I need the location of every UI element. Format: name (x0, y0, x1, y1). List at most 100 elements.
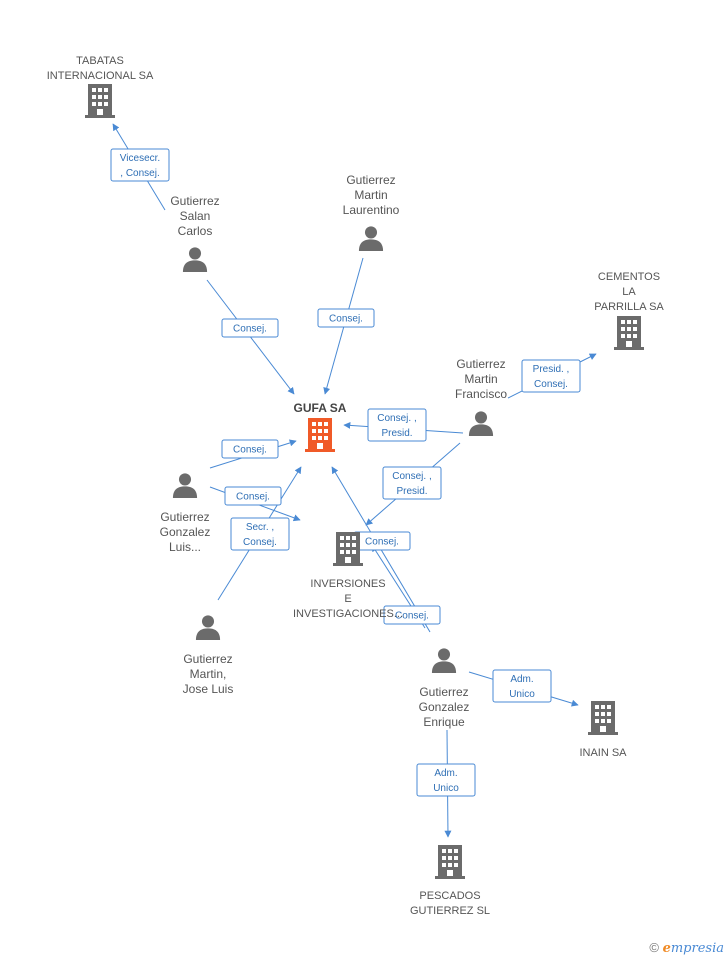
roles-layer: Vicesecr. , Consej. Consej. Consej. Consej. … (110, 148, 581, 797)
node-luis[interactable]: GutierrezGonzalezLuis... (160, 473, 211, 554)
role-text: Unico (509, 689, 535, 700)
role-badge-box[interactable] (416, 763, 476, 797)
node-label: Carlos (178, 224, 213, 238)
node-cementos[interactable]: CEMENTOS LA PARRILLA SA (594, 271, 664, 350)
node-pescados[interactable]: PESCADOS GUTIERREZ SL (410, 845, 490, 917)
role-badge-box[interactable] (317, 308, 375, 328)
role-text: Consej. , (392, 471, 431, 482)
role-text: Consej. (365, 537, 399, 548)
role-badge[interactable]: Consej. (353, 531, 411, 551)
node-label: LA (622, 286, 636, 298)
building-icon[interactable] (305, 418, 335, 452)
node-label: Martin (354, 188, 387, 202)
node-label: Martin, (190, 667, 227, 681)
node-label: Gutierrez (346, 173, 395, 187)
node-label: Gutierrez (170, 194, 219, 208)
person-icon[interactable] (358, 226, 384, 251)
role-badge-box[interactable] (110, 148, 170, 182)
node-label: INVERSIONES (310, 578, 385, 590)
role-badge-box[interactable] (221, 439, 279, 459)
role-badge-box[interactable] (383, 605, 441, 625)
role-badge[interactable]: Presid. , Consej. (521, 359, 581, 393)
node-label: Gutierrez (419, 685, 468, 699)
node-label: Gonzalez (419, 700, 470, 714)
brand-initial: e (662, 941, 671, 956)
role-badge[interactable]: Vicesecr. , Consej. (110, 148, 170, 182)
role-text: Consej. (395, 611, 429, 622)
role-badge[interactable]: Consej. (224, 486, 282, 506)
role-text: Unico (433, 783, 459, 794)
node-label: Salan (180, 209, 211, 223)
role-badge[interactable]: Adm. Unico (416, 763, 476, 797)
role-badge[interactable]: Consej. (317, 308, 375, 328)
building-icon[interactable] (333, 532, 363, 566)
node-label: GUTIERREZ SL (410, 905, 490, 917)
node-label: Gutierrez (456, 357, 505, 371)
role-badge[interactable]: Consej. (383, 605, 441, 625)
building-icon[interactable] (588, 701, 618, 735)
person-icon[interactable] (431, 648, 457, 673)
role-text: Consej. (236, 492, 270, 503)
role-badge-box[interactable] (230, 517, 290, 551)
role-badge-box[interactable] (367, 408, 427, 442)
role-badge[interactable]: Consej. , Presid. (382, 466, 442, 500)
role-text: Vicesecr. (120, 153, 160, 164)
role-badge[interactable]: Secr. , Consej. (230, 517, 290, 551)
node-label: INVESTIGACIONES... (293, 608, 403, 620)
role-badge[interactable]: Consej. (221, 318, 279, 338)
node-gufa[interactable]: GUFA SA (294, 401, 347, 452)
role-text: , Consej. (120, 168, 159, 179)
copyright-symbol: © (649, 940, 659, 955)
role-badge-box[interactable] (382, 466, 442, 500)
role-text: Presid. (381, 428, 412, 439)
node-label: Gutierrez (160, 510, 209, 524)
role-badge-box[interactable] (492, 669, 552, 703)
role-text: Adm. (510, 674, 533, 685)
building-icon[interactable] (614, 316, 644, 350)
node-label: Laurentino (343, 203, 400, 217)
role-text: Consej. (233, 324, 267, 335)
role-badge-box[interactable] (521, 359, 581, 393)
brand-name: mpresia (670, 941, 724, 956)
node-label: Gutierrez (183, 652, 232, 666)
role-text: Presid. (396, 486, 427, 497)
role-text: Consej. , (377, 413, 416, 424)
node-label: Luis... (169, 540, 201, 554)
node-inversiones[interactable]: INVERSIONESEINVESTIGACIONES... (293, 532, 403, 620)
node-label: TABATAS (76, 55, 124, 67)
node-label: Jose Luis (183, 682, 234, 696)
role-badge[interactable]: Adm. Unico (492, 669, 552, 703)
node-label: Gonzalez (160, 525, 211, 539)
node-label: CEMENTOS (598, 271, 660, 283)
person-icon[interactable] (182, 247, 208, 272)
node-tabatas[interactable]: TABATAS INTERNACIONAL SA (47, 55, 154, 118)
building-icon[interactable] (435, 845, 465, 879)
role-text: Consej. (243, 537, 277, 548)
building-icon[interactable] (85, 84, 115, 118)
role-badge-box[interactable] (224, 486, 282, 506)
person-icon[interactable] (468, 411, 494, 436)
node-label: PESCADOS (419, 890, 480, 902)
role-text: Consej. (534, 379, 568, 390)
node-inain[interactable]: INAIN SA (579, 701, 627, 759)
person-icon[interactable] (195, 615, 221, 640)
role-badge[interactable]: Consej. (221, 439, 279, 459)
role-text: Consej. (329, 314, 363, 325)
node-label: INTERNACIONAL SA (47, 70, 154, 82)
role-text: Presid. , (533, 364, 570, 375)
role-badge[interactable]: Consej. , Presid. (367, 408, 427, 442)
person-icon[interactable] (172, 473, 198, 498)
node-label: PARRILLA SA (594, 301, 664, 313)
role-text: Consej. (233, 445, 267, 456)
role-text: Secr. , (246, 522, 274, 533)
node-label: Francisco (455, 387, 507, 401)
role-text: Adm. (434, 768, 457, 779)
brand-logo[interactable]: empresia (663, 941, 724, 956)
role-badge-box[interactable] (221, 318, 279, 338)
